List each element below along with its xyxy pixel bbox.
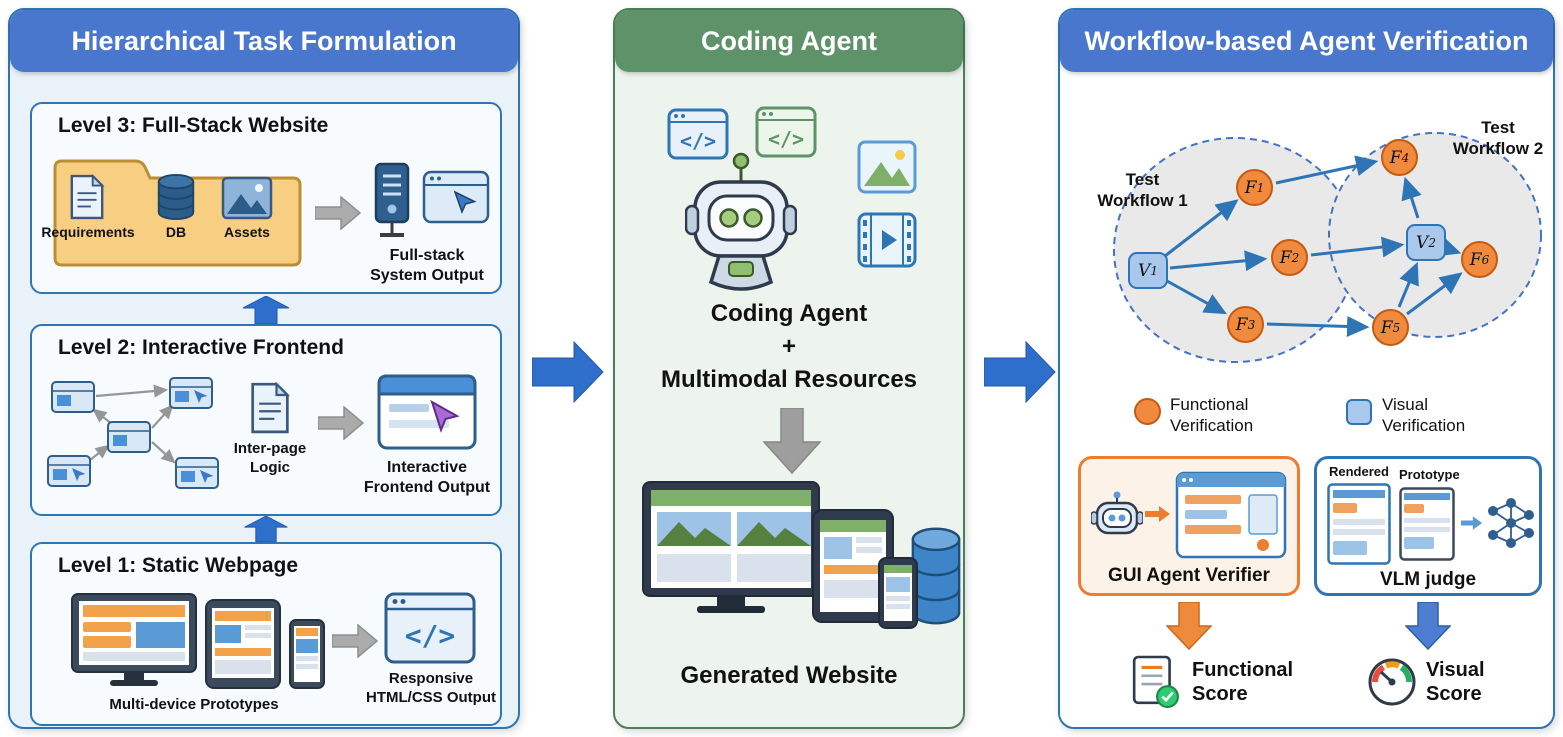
level3-title: Level 3: Full-Stack Website	[58, 114, 329, 137]
monitor-prototype-icon	[71, 593, 197, 686]
page-flow-diagram	[47, 377, 219, 489]
panel-hierarchical-task-formulation: Hierarchical Task Formulation Level 3: F…	[8, 8, 520, 729]
interpage-logic-document-icon	[251, 382, 290, 434]
functional-score-label: Functional Score	[1192, 659, 1294, 705]
mini-window	[175, 457, 219, 489]
test-workflow2-label: Test Workflow 2	[1452, 118, 1544, 158]
middle-panel-title: Coding Agent	[701, 25, 877, 56]
panel-workflow-verification: Workflow-based Agent Verification	[1058, 8, 1555, 729]
visual-verification-label: Visual Verification	[1382, 395, 1466, 436]
code-glyph: </>	[680, 129, 716, 153]
vlm-judge-label: VLM judge	[1379, 569, 1477, 590]
requirements-document-icon	[70, 174, 105, 220]
gui-browser-mockup-icon	[1175, 471, 1287, 559]
mini-window	[51, 381, 95, 413]
interactive-frontend-browser-icon	[377, 374, 477, 450]
right-panel-header: Workflow-based Agent Verification	[1060, 10, 1553, 72]
server-icon	[374, 162, 410, 237]
responsive-output-label: Responsive HTML/CSS Output	[366, 670, 496, 706]
interpage-logic-label: Inter-page Logic	[233, 440, 307, 476]
code-window-blue-icon: </>	[667, 108, 729, 160]
rendered-label: Rendered	[1329, 464, 1389, 479]
level1-title: Level 1: Static Webpage	[58, 554, 299, 577]
generated-monitor-icon	[642, 481, 820, 613]
visual-score-label: Visual Score	[1426, 659, 1485, 705]
tablet-prototype-icon	[205, 599, 281, 689]
arrow-down-blue-icon	[1405, 602, 1451, 650]
workflow-edges	[1164, 155, 1463, 337]
level3-box: Level 3: Full-Stack Website Requirements…	[30, 102, 502, 294]
database-icon	[157, 174, 195, 220]
arrow-right-blue-icon	[532, 341, 604, 403]
middle-panel-header: Coding Agent	[615, 10, 963, 72]
coding-agent-label: Coding Agent	[710, 300, 868, 327]
visual-verification-legend-icon	[1346, 399, 1372, 425]
prototype-page-mockup-icon	[1399, 487, 1455, 561]
arrow-up-blue-icon	[242, 296, 290, 324]
panel-coding-agent: Coding Agent </> </>	[613, 8, 965, 729]
fullstack-output-label: Full-stack System Output	[370, 247, 484, 284]
generated-phone-icon	[878, 557, 918, 629]
arrow-right-small-blue-icon	[1461, 516, 1483, 530]
code-glyph: </>	[768, 127, 804, 151]
left-panel-header: Hierarchical Task Formulation	[10, 10, 518, 72]
code-browser-icon: </>	[384, 592, 476, 664]
browser-cursor-icon	[422, 170, 490, 224]
left-panel-title: Hierarchical Task Formulation	[71, 25, 457, 56]
functional-verification-label: Functional Verification	[1170, 395, 1254, 436]
code-window-green-icon: </>	[755, 106, 817, 158]
requirements-label: Requirements	[41, 224, 135, 240]
gui-agent-verifier-label: GUI Agent Verifier	[1108, 565, 1270, 586]
level2-box: Level 2: Interactive Frontend	[30, 324, 502, 516]
arrow-down-gray-icon	[763, 408, 821, 474]
gui-agent-robot-icon	[1091, 491, 1143, 535]
plus-label: +	[781, 333, 796, 360]
gui-agent-verifier-box: GUI Agent Verifier	[1078, 456, 1300, 596]
robot-icon	[685, 152, 797, 291]
code-glyph: </>	[405, 619, 456, 652]
multimodal-resources-label: Multimodal Resources	[660, 366, 918, 393]
vlm-judge-box: Rendered Prototype	[1314, 456, 1542, 596]
generated-tablet-icon	[812, 509, 894, 623]
multidevice-prototypes-label: Multi-device Prototypes	[109, 696, 279, 713]
arrow-right-blue-icon	[984, 341, 1056, 403]
db-label: DB	[165, 224, 187, 240]
rendered-page-mockup-icon	[1327, 483, 1391, 565]
level2-title: Level 2: Interactive Frontend	[58, 336, 344, 359]
functional-verification-legend-icon	[1134, 398, 1161, 425]
arrow-up-blue-icon	[244, 516, 288, 542]
visual-score-gauge-icon	[1368, 658, 1416, 706]
level1-box: Level 1: Static Webpage	[30, 542, 502, 726]
test-workflow1-label: Test Workflow 1	[1097, 170, 1188, 210]
interactive-output-label: Interactive Frontend Output	[363, 459, 491, 496]
phone-prototype-icon	[289, 619, 325, 689]
neural-network-icon	[1488, 498, 1534, 548]
mini-window	[47, 455, 91, 487]
video-resource-icon	[857, 212, 917, 268]
mini-window	[169, 377, 213, 409]
arrow-down-orange-icon	[1166, 602, 1212, 650]
prototype-label: Prototype	[1399, 467, 1460, 482]
functional-score-document-icon	[1132, 655, 1179, 709]
generated-website-label: Generated Website	[680, 662, 898, 689]
arrow-right-gray-icon	[332, 624, 378, 658]
arrow-right-gray-icon	[315, 196, 361, 230]
assets-image-icon	[221, 176, 273, 220]
workflow-graph	[1113, 132, 1542, 363]
assets-label: Assets	[224, 224, 270, 240]
right-panel-title: Workflow-based Agent Verification	[1084, 25, 1529, 56]
arrow-right-orange-icon	[1145, 506, 1170, 522]
arrow-right-gray-icon	[318, 406, 364, 440]
image-resource-icon	[857, 140, 917, 194]
mini-window	[107, 421, 151, 453]
